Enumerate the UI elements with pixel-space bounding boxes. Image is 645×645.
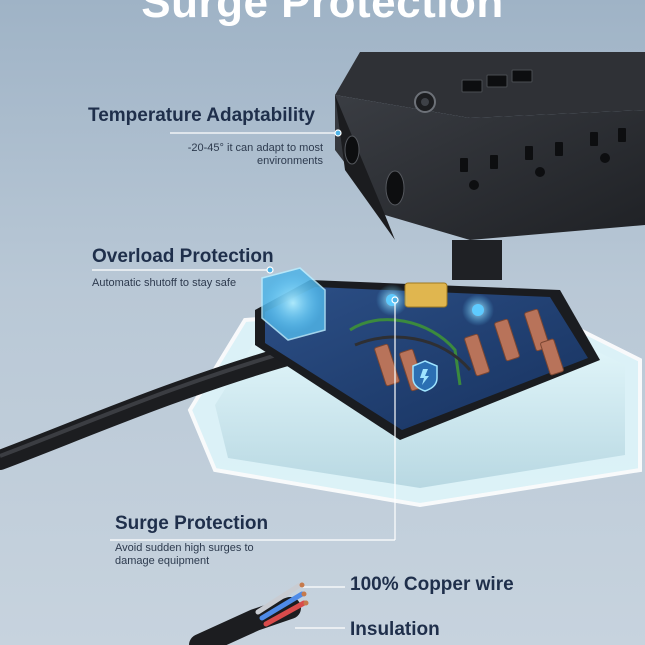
wire-strands: [255, 582, 307, 627]
temperature-callout-desc: -20-45° it can adapt to most environment…: [123, 142, 323, 168]
wire-cable: [189, 597, 301, 645]
temperature-desc-line1: -20-45° it can adapt to most: [187, 142, 323, 154]
ac-outlets: [460, 128, 626, 190]
power-cord: [0, 345, 300, 470]
surge-desc-line1: Avoid sudden high surges to: [115, 542, 254, 554]
callout-lines: [92, 129, 399, 629]
copper-wire-label: 100% Copper wire: [350, 574, 514, 595]
temperature-callout-title: Temperature Adaptability: [88, 105, 315, 126]
overload-callout-desc: Automatic shutoff to stay safe: [92, 277, 237, 289]
housing-side: [335, 95, 395, 240]
gold-connector: [404, 282, 448, 308]
surge-callout-desc: Avoid sudden high surges to damage equip…: [115, 542, 254, 568]
temperature-desc-line2: environments: [256, 155, 323, 167]
usb-ports: [461, 69, 533, 93]
surge-desc-line2: damage equipment: [115, 555, 210, 567]
power-button-icon: [414, 91, 436, 113]
surge-callout-title: Surge Protection: [115, 513, 269, 534]
page-title: Surge Protection: [141, 0, 504, 27]
shield-icon: [412, 360, 438, 392]
overload-callout-title: Overload Protection: [92, 246, 274, 267]
insulation-label: Insulation: [350, 619, 440, 640]
